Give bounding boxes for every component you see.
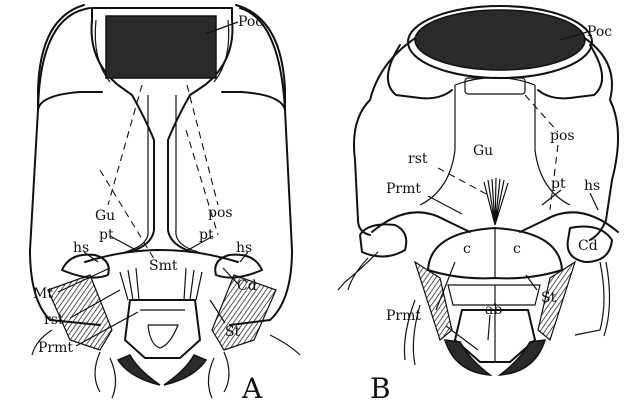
panel-a-foramen <box>106 16 216 78</box>
panel-b-leader-lines <box>428 32 598 350</box>
panel-a-left-mandible <box>118 355 160 385</box>
label-b-prmt-lower: Prmt <box>386 308 421 324</box>
panel-a-letter: A <box>241 372 263 405</box>
label-b-hs: hs <box>584 178 600 194</box>
label-b-pos: pos <box>550 128 575 144</box>
panel-b-left-mandible <box>445 340 490 375</box>
label-a-st: St <box>225 324 241 340</box>
label-a-pt-right: pt <box>199 227 214 243</box>
label-a-pos: pos <box>208 205 233 221</box>
label-a-gu: Gu <box>95 208 115 224</box>
panel-a-right-palp <box>208 352 229 398</box>
panel-a-right-mandible <box>164 355 206 385</box>
panel-a-left-palp <box>95 352 116 398</box>
panel-b-left-plate <box>372 212 470 232</box>
label-a-poc: Poc <box>238 14 263 30</box>
label-b-poc: Poc <box>587 24 612 40</box>
panel-b-gula-plate <box>465 78 525 94</box>
panel-b-letter: B <box>370 372 391 405</box>
panel-a-right-cardo <box>215 255 262 278</box>
label-a-smt: Smt <box>149 258 178 274</box>
panel-a-antenna-right <box>270 335 300 355</box>
panel-b-left-cardo <box>360 224 406 256</box>
panel-b-foramen <box>415 10 585 70</box>
label-a-pt-left: pt <box>99 227 114 243</box>
label-a-rst: rst <box>44 312 64 328</box>
panel-b-left-appendage-upper <box>338 252 378 290</box>
panel-a-left-cardo <box>62 255 109 278</box>
panel-a-gula <box>125 95 198 252</box>
label-a-hs-right: hs <box>236 240 252 256</box>
label-b-pt: pt <box>551 176 566 192</box>
panel-b-right-mandible <box>500 340 545 375</box>
label-b-ab: ab <box>485 302 502 318</box>
panel-a-inner-lobes <box>140 310 185 348</box>
label-b-cd: Cd <box>578 238 598 254</box>
panel-b-right-appendage <box>575 262 610 336</box>
label-a-hs-left: hs <box>73 240 89 256</box>
label-a-cd: Cd <box>237 278 257 294</box>
label-b-c-right: c <box>513 241 521 257</box>
label-b-gu: Gu <box>473 143 493 159</box>
label-b-prmt-upper: Prmt <box>386 181 421 197</box>
label-a-mt: Mt <box>33 286 53 302</box>
panel-a: Poc Gu pos pt pt hs hs Smt Cd Mt rst Prm… <box>30 5 300 405</box>
label-b-c-left: c <box>463 241 471 257</box>
panel-b-rst-brush <box>484 178 508 225</box>
panel-b: Poc Gu pos rst Prmt pt hs c c Cd St Prmt… <box>338 6 618 405</box>
label-a-prmt: Prmt <box>38 340 73 356</box>
label-b-st: St <box>541 290 557 306</box>
panel-a-prementum <box>125 300 200 358</box>
label-b-rst: rst <box>408 151 428 167</box>
